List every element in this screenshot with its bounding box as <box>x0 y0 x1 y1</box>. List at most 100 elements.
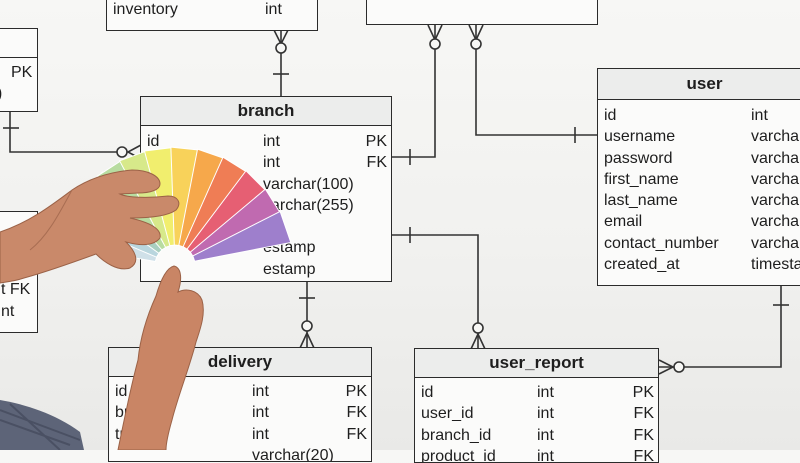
field-type: varchar(255) <box>263 196 354 214</box>
table-row: PK <box>0 62 37 83</box>
relationship-lines <box>3 24 789 375</box>
field-type: varchar(20) <box>252 446 334 462</box>
table-row: created_at timesta <box>598 254 800 275</box>
table-row: ool <box>141 216 391 237</box>
field-type: varcha <box>751 170 800 188</box>
field-name: br _id <box>115 404 156 422</box>
table-delivery[interactable]: delivery id int PK br _id int FK tr _id … <box>108 347 372 462</box>
table-row: retailer_id int FK <box>141 152 391 173</box>
field-name: email <box>604 213 643 231</box>
table-row: t FK <box>0 279 37 300</box>
field-key: FK <box>633 405 654 423</box>
left-branch-line <box>9 112 117 153</box>
field-name: id <box>147 133 160 150</box>
field-type: estamp <box>263 260 316 278</box>
table-row: tr _id int FK <box>109 424 371 445</box>
field-key: PK <box>11 64 33 81</box>
zero-circle-icon <box>116 146 128 158</box>
field-key: PK <box>632 384 654 401</box>
field-type: int <box>537 447 554 463</box>
crows-foot-icon <box>299 331 315 349</box>
field-type: int <box>252 404 269 422</box>
field-type: varchar(100) <box>263 175 354 193</box>
field-name: password <box>604 149 673 167</box>
field-name: nt <box>1 302 15 320</box>
zero-circle-icon <box>429 38 441 50</box>
table-row: varchar(20) <box>109 445 371 462</box>
zero-circle-icon <box>470 38 482 50</box>
field-name: n <box>147 175 156 193</box>
table-row: ) <box>0 83 37 104</box>
field-key: FK <box>633 447 654 463</box>
field-type: varcha <box>751 213 800 231</box>
table-row: username varcha <box>598 126 800 147</box>
table-user-report[interactable]: user_report id int PK user_id int FK bra… <box>414 348 659 463</box>
field-key: FK <box>633 426 654 444</box>
field-name: created_at <box>604 256 680 274</box>
field-name: id <box>604 107 617 124</box>
crows-foot-icon <box>470 332 486 350</box>
table-title: branch <box>141 97 391 126</box>
table-user[interactable]: user id int username varcha password var… <box>597 68 800 286</box>
field-name: t FK <box>1 281 31 299</box>
field-name: username <box>604 128 676 146</box>
field-name: id <box>115 383 128 400</box>
crows-foot-icon <box>658 359 675 375</box>
table-title: user <box>598 69 800 100</box>
table-row: product_id int FK <box>415 446 658 463</box>
field-name: ) <box>0 83 2 104</box>
table-row: password varcha <box>598 148 800 169</box>
field-name: tr _id <box>115 425 151 443</box>
field-name: product_id <box>421 447 496 463</box>
table-row: id int PK <box>109 381 371 402</box>
table-left-top[interactable]: PK ) <box>0 28 38 112</box>
field-type: varcha <box>751 128 800 146</box>
branch-report-line <box>392 234 479 349</box>
zero-circle-icon <box>472 322 484 334</box>
table-row: first_name varcha <box>598 169 800 190</box>
table-row: contact_number varcha <box>598 233 800 254</box>
top-branch-line <box>392 25 436 158</box>
field-name: id <box>421 384 434 401</box>
user-report-line <box>659 286 782 368</box>
table-row: id int PK <box>141 131 391 152</box>
field-type: varcha <box>751 234 800 252</box>
zero-circle-icon <box>275 42 287 54</box>
zero-circle-icon <box>673 361 685 373</box>
table-row: varchar(255) <box>141 195 391 216</box>
field-type: int <box>265 1 282 18</box>
field-key: FK <box>346 425 367 443</box>
table-top-center[interactable] <box>366 0 598 25</box>
field-name: t FK <box>1 260 31 277</box>
table-row: branch_id int FK <box>415 425 658 446</box>
field-type: varcha <box>751 149 800 167</box>
field-name: user_id <box>421 405 474 423</box>
top-user-line <box>475 25 598 136</box>
field-type: int <box>263 133 280 150</box>
field-type: int <box>252 425 269 443</box>
field-name: retailer_id <box>147 154 218 172</box>
table-row: estamp <box>141 237 391 258</box>
field-name: first_name <box>604 170 679 188</box>
field-type: int <box>537 426 554 444</box>
table-row: t FK <box>0 258 37 279</box>
zero-circle-icon <box>301 320 313 332</box>
field-type: int <box>537 384 554 401</box>
field-type: timesta <box>751 256 800 274</box>
field-key: FK <box>346 404 367 422</box>
table-row: inventory int <box>107 0 317 20</box>
table-inventory[interactable]: inventory int <box>106 0 318 31</box>
table-row: email varcha <box>598 211 800 232</box>
field-type: int <box>252 383 269 400</box>
field-key: FK <box>366 154 387 172</box>
table-row: estamp <box>141 259 391 280</box>
table-row: id int PK <box>415 382 658 403</box>
table-branch[interactable]: branch id int PK retailer_id int FK n va… <box>140 96 392 282</box>
table-row: id int <box>598 105 800 126</box>
table-left-mid[interactable]: t FK t FK nt <box>0 211 38 333</box>
field-name: inventory <box>113 1 178 18</box>
field-key: PK <box>345 383 367 400</box>
field-type: estamp <box>263 239 316 257</box>
field-name: branch_id <box>421 426 492 444</box>
table-row: nt <box>0 301 37 322</box>
